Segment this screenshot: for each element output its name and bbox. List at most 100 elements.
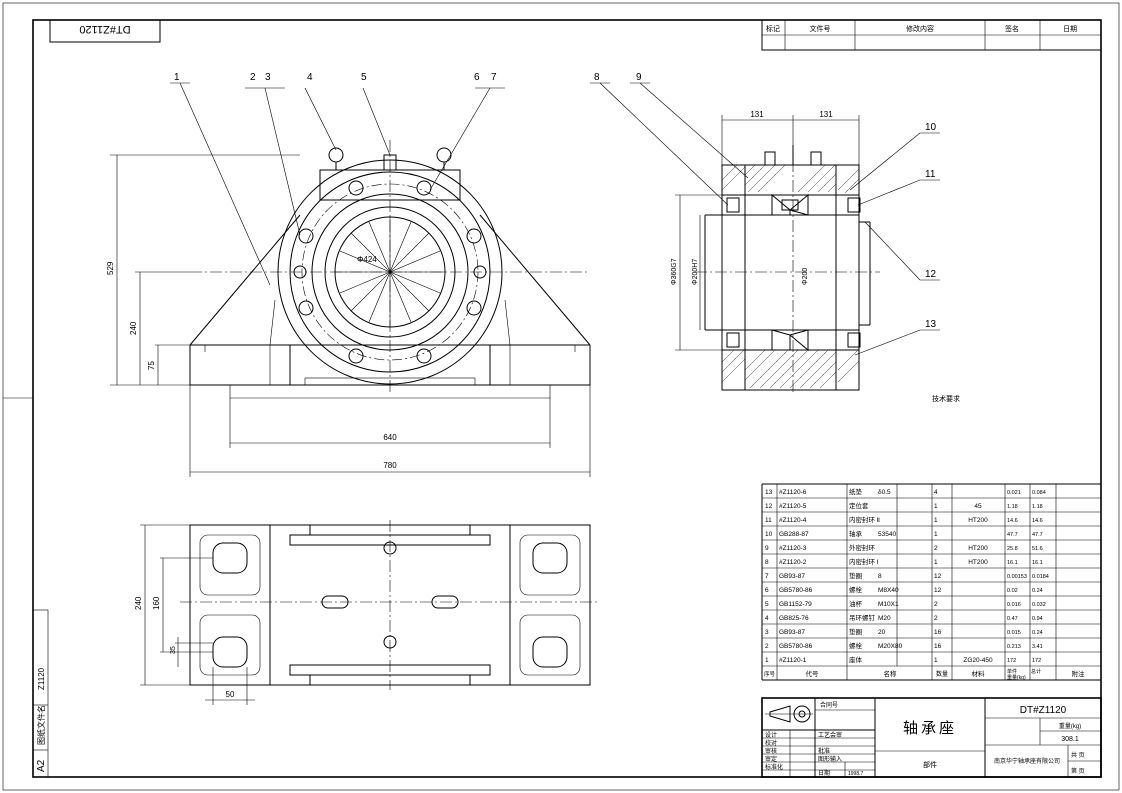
revision-block: 标记 文件号 修改内容 签名 日期 — [761, 19, 1102, 110]
part-total-weight: 3.41 — [1032, 644, 1043, 650]
part-unit-weight: 0.016 — [1007, 602, 1021, 608]
part-total-weight: 0.24 — [1032, 588, 1043, 594]
part-name: 轴承 — [849, 529, 863, 538]
part-qty: 1 — [934, 657, 938, 664]
part-unit-weight: 172 — [1007, 658, 1016, 664]
part-name: 内密封环 Ⅱ — [849, 515, 880, 524]
rev-header-file: 文件号 — [810, 24, 831, 33]
part-qty: 2 — [934, 545, 938, 552]
part-code: #Z1120-4 — [779, 517, 807, 524]
part-name: 吊环螺钉 — [849, 613, 876, 622]
callout-6: 6 — [474, 72, 480, 83]
header-single: 单件 — [1007, 668, 1017, 675]
part-unit-weight: 0.00153 — [1007, 574, 1027, 580]
callout-1: 1 — [174, 72, 180, 83]
dim-slot: 35 — [170, 646, 177, 654]
part-qty: 16 — [934, 629, 942, 636]
part-qty: 1 — [934, 517, 938, 524]
dim-bore-dia: Φ200H7 — [692, 259, 699, 285]
tb-approve: 批准 — [818, 747, 830, 755]
dim-base-height: 75 — [147, 361, 156, 370]
part-no: 7 — [765, 573, 769, 580]
tb-drawing-no: DT#Z1120 — [1020, 705, 1067, 716]
part-unit-weight: 14.6 — [1007, 518, 1018, 524]
header-no: 序号 — [764, 670, 776, 678]
part-no: 6 — [765, 587, 769, 594]
part-material: HT200 — [968, 517, 988, 524]
part-qty: 12 — [934, 587, 942, 594]
code-box-rotated: DT#Z1120 — [49, 19, 161, 43]
part-total-weight: 1.18 — [1032, 504, 1043, 510]
code-box-text: DT#Z1120 — [79, 23, 130, 35]
tb-process: 工艺会审 — [818, 731, 842, 739]
header-material: 材料 — [972, 669, 986, 678]
part-total-weight: 14.6 — [1032, 518, 1043, 524]
part-total-weight: 172 — [1032, 658, 1041, 664]
part-material: HT200 — [968, 545, 988, 552]
part-unit-weight: 0.47 — [1007, 616, 1018, 622]
part-total-weight: 0.032 — [1032, 602, 1046, 608]
part-unit-weight: 0.021 — [1007, 490, 1021, 496]
header-code: 代号 — [806, 669, 820, 678]
part-total-weight: 51.6 — [1032, 546, 1043, 552]
part-spec: δ0.5 — [878, 489, 891, 496]
part-no: 2 — [765, 643, 769, 650]
inner-frame — [32, 19, 1102, 778]
tb-standard: 标准化 — [765, 763, 783, 771]
part-name: 螺栓 — [849, 585, 863, 594]
part-name: 油杯 — [849, 599, 863, 608]
part-unit-weight: 0.015 — [1007, 630, 1021, 636]
dim-slot-len: 50 — [226, 690, 235, 699]
dim-bolt-span: 640 — [383, 433, 397, 442]
callout-3: 3 — [265, 72, 271, 83]
rev-header-date: 日期 — [1063, 25, 1077, 33]
notes-label: 技术要求 — [932, 394, 960, 403]
part-code: GB5780-86 — [779, 587, 813, 594]
part-spec: M10X1 — [878, 601, 899, 608]
part-total-weight: 47.7 — [1032, 532, 1043, 538]
callout-4: 4 — [307, 72, 313, 83]
part-code: GB1152-79 — [779, 601, 812, 608]
part-code: #Z1120-1 — [779, 657, 807, 664]
dim-outer-dia: Φ360G7 — [671, 258, 678, 285]
callout-12: 12 — [925, 269, 937, 280]
rev-header-content: 修改内容 — [906, 24, 934, 33]
tb-reviser: 审定 — [765, 755, 777, 763]
side-label: 图纸文件名 — [36, 705, 46, 745]
part-qty: 2 — [934, 615, 938, 622]
part-total-weight: 16.1 — [1032, 560, 1043, 566]
part-name: 座体 — [849, 655, 863, 664]
callout-9: 9 — [636, 72, 642, 83]
projection-symbol-icon — [765, 705, 813, 723]
header-total: 总计 — [1031, 668, 1041, 675]
dim-center-height: 240 — [129, 321, 138, 335]
part-unit-weight: 1.18 — [1007, 504, 1018, 510]
part-code: #Z1120-5 — [779, 503, 807, 510]
tb-design: 设计 — [765, 731, 777, 739]
rev-header-mark: 标记 — [766, 24, 780, 33]
front-view: Φ424 529 240 75 640 780 1 2 3 4 5 6 7 — [106, 72, 591, 477]
tb-sheet-no: 第 页 — [1071, 767, 1085, 775]
tb-date: 日期 — [818, 769, 830, 777]
tb-weight-label: 重量(kg) — [1059, 722, 1081, 730]
part-material: 45 — [974, 503, 982, 510]
tb-date-value: 1998.7 — [848, 771, 864, 777]
part-material: HT200 — [968, 559, 988, 566]
part-qty: 16 — [934, 643, 942, 650]
bore-diameter-label: Φ424 — [357, 255, 377, 264]
part-code: GB5780-86 — [779, 643, 813, 650]
part-code: GB825-76 — [779, 615, 809, 622]
dim-right-half: 131 — [819, 110, 833, 119]
tb-weight-value: 308.1 — [1061, 736, 1079, 743]
header-note: 附注 — [1072, 669, 1086, 678]
side-section-view: 131 131 Φ360G7 Φ200H7 Φ200 8 9 10 11 12 … — [590, 72, 960, 403]
part-material: ZG20-450 — [963, 657, 993, 664]
part-qty: 12 — [934, 573, 942, 580]
part-spec: M8X40 — [878, 587, 899, 594]
header-name: 名称 — [884, 669, 898, 678]
part-code: GB93-87 — [779, 629, 805, 636]
part-code: #Z1120-6 — [779, 489, 807, 496]
tb-total-sheets: 共 页 — [1071, 751, 1085, 759]
part-name: 定位套 — [849, 501, 869, 510]
